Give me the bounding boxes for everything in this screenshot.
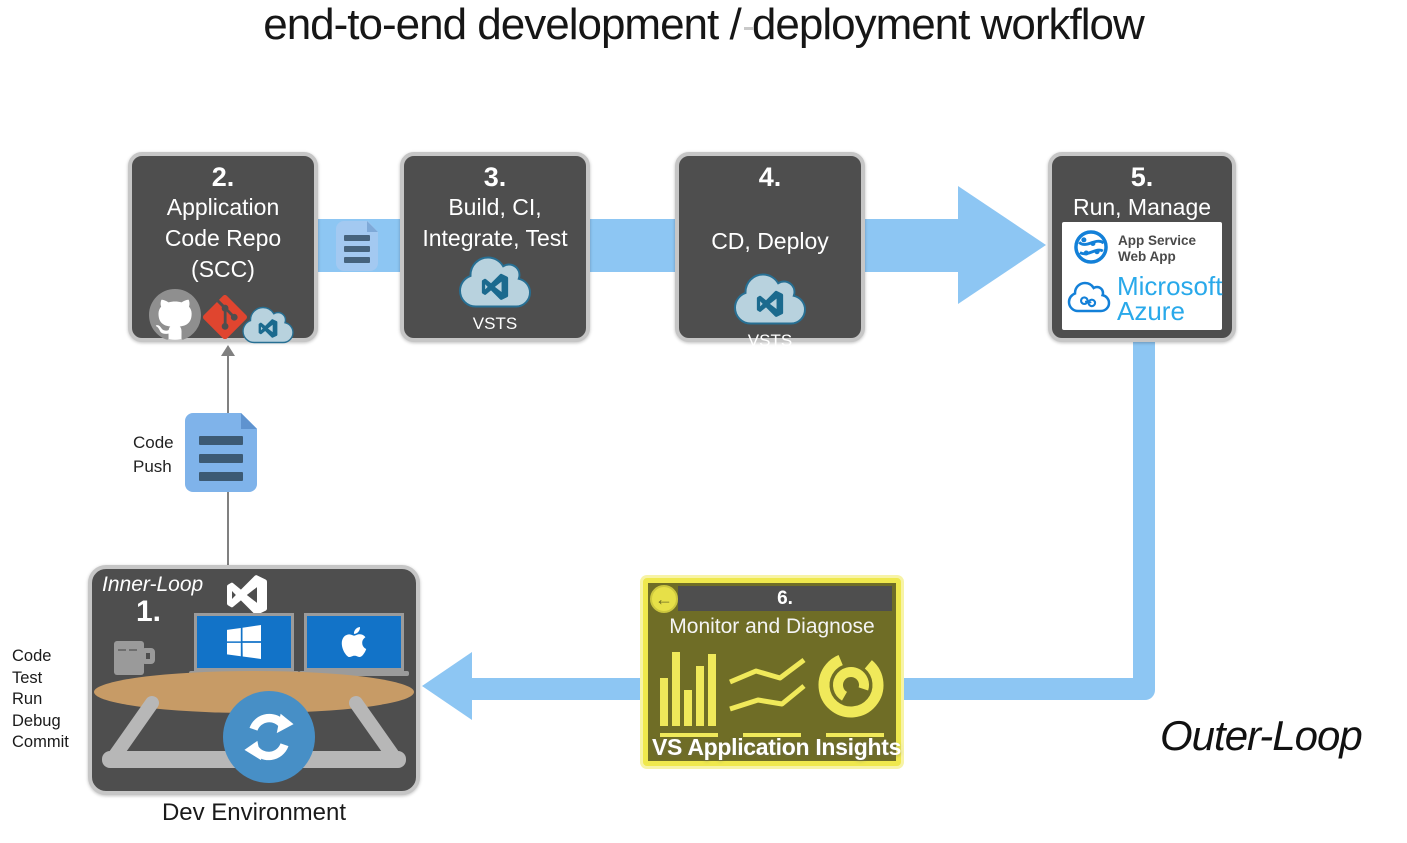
node-dev-environment: Inner-Loop 1. [88, 565, 420, 795]
top-dash [744, 27, 754, 30]
node-cd-deploy: 4. CD, Deploy VSTS [675, 152, 865, 350]
dev-environment-label: Dev Environment [161, 799, 347, 826]
back-arrow-icon: ← [650, 585, 678, 613]
vsts-caption: VSTS [747, 331, 793, 350]
folded-corner-icon [241, 413, 257, 429]
inner-loop-label: Inner-Loop [102, 573, 204, 596]
connector-arrowhead-icon [221, 345, 235, 356]
monitor-header-bar: 6. [678, 586, 892, 611]
bar-chart-icon [658, 644, 720, 731]
code-push-document-icon [185, 413, 257, 492]
outer-loop-label: Outer-Loop [1160, 712, 1363, 759]
vsts-cloud-icon [241, 305, 295, 350]
node-number: 3. [483, 162, 507, 192]
azure-panel: App Service Web App Microsoft Azure [1062, 222, 1222, 330]
arrowhead-right-icon [958, 186, 1046, 304]
app-service-label: App Service Web App [1118, 233, 1197, 265]
windows-laptop-icon [189, 613, 299, 676]
azure-cloud-icon [1066, 281, 1112, 318]
vsts-caption: VSTS [472, 314, 518, 333]
github-icon [149, 289, 201, 346]
folded-corner-icon [367, 221, 378, 232]
vsts-cloud-icon [404, 254, 586, 315]
icon-underlines [660, 733, 884, 737]
git-icon [202, 294, 247, 344]
flow-band-right [1133, 340, 1155, 690]
arrowhead-left-icon [422, 652, 472, 720]
node-monitor-diagnose: 6. ← Monitor and Diagnose [643, 578, 901, 766]
node-number: 5. [1130, 162, 1154, 192]
line-chart-icon [728, 654, 806, 721]
node-number: 2. [211, 162, 235, 192]
node-build-ci: 3. Build, CI, Integrate, Test VSTS [400, 152, 590, 342]
visual-studio-icon [226, 575, 268, 620]
code-push-label: Code Push [133, 433, 174, 476]
sync-icon [223, 691, 315, 783]
diagram-title: end-to-end development / deployment work… [263, 0, 1145, 49]
inner-loop-steps-label: Code Test Run Debug Commit [12, 647, 69, 751]
app-insights-caption: VS Application Insights [652, 734, 902, 760]
node-number: 1. [136, 595, 162, 628]
app-service-icon [1072, 228, 1110, 271]
node-number: 4. [758, 162, 782, 192]
monitor-title: Monitor and Diagnose [669, 615, 875, 638]
document-icon [336, 221, 378, 271]
microsoft-azure-label: Microsoft Azure [1117, 271, 1223, 327]
node-run-manage: 5. Run, Manage App Service [1048, 152, 1236, 342]
donut-chart-icon [814, 648, 888, 727]
node-application-code-repo: 2. Application Code Repo (SCC) [128, 152, 318, 344]
mac-laptop-icon [299, 613, 409, 676]
coffee-mug-icon [114, 641, 155, 675]
vsts-cloud-icon [679, 271, 861, 332]
